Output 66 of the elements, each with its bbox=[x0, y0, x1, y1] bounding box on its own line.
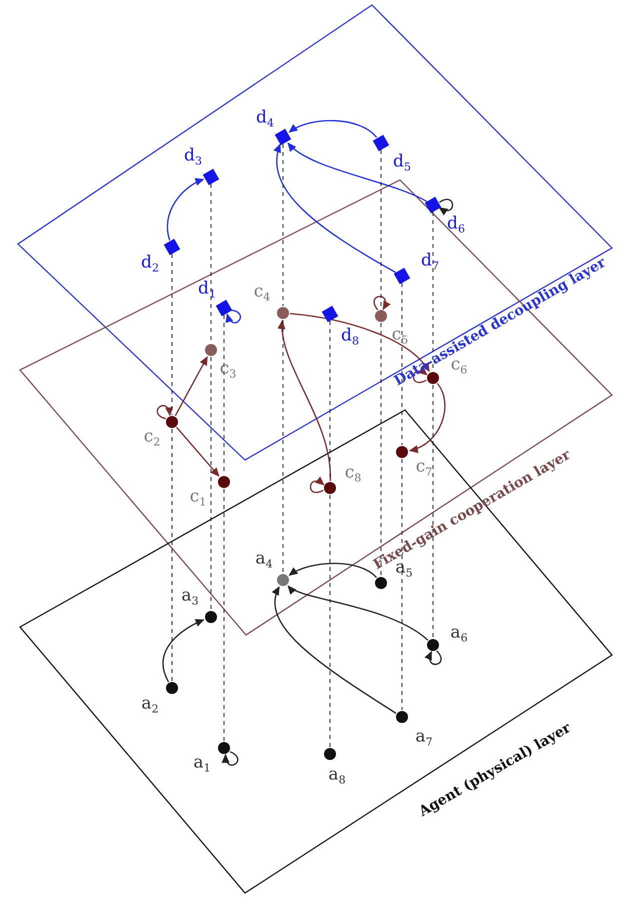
arrow bbox=[274, 143, 396, 274]
arrow bbox=[162, 619, 205, 682]
node-label: c$_{7}$ bbox=[416, 458, 432, 478]
node-dot bbox=[277, 307, 289, 319]
node-label: c$_{8}$ bbox=[344, 464, 362, 484]
arrow bbox=[278, 320, 331, 482]
node-dot bbox=[218, 476, 230, 488]
node-label: d$_{4}$ bbox=[256, 109, 274, 129]
arrow bbox=[166, 178, 204, 241]
node-dot bbox=[375, 577, 387, 589]
arrow bbox=[290, 312, 430, 372]
arrow bbox=[174, 356, 208, 416]
node-dot bbox=[277, 574, 289, 586]
node-dot bbox=[375, 310, 387, 322]
self-loop-arrow bbox=[412, 366, 428, 384]
dashed-line bbox=[282, 144, 284, 306]
node-label: d$_{1}$ bbox=[198, 280, 216, 300]
node-square bbox=[274, 128, 292, 146]
node-label: d$_{5}$ bbox=[393, 153, 411, 173]
arrow bbox=[287, 586, 428, 641]
node-label: d$_{8}$ bbox=[341, 327, 359, 347]
node-dot bbox=[205, 344, 217, 356]
node-dot bbox=[396, 711, 408, 723]
node-label: a$_{8}$ bbox=[328, 766, 346, 786]
node-label: a$_{7}$ bbox=[415, 728, 433, 748]
self-loop-arrow bbox=[222, 751, 238, 766]
dashed-line bbox=[380, 322, 382, 576]
node-dot bbox=[324, 748, 336, 760]
node-square bbox=[322, 306, 338, 322]
node-label: a$_{4}$ bbox=[255, 550, 273, 570]
node-label: a$_{1}$ bbox=[193, 754, 211, 774]
dashed-line bbox=[282, 320, 284, 574]
node-dot bbox=[427, 639, 439, 651]
node-label: c$_{3}$ bbox=[220, 360, 236, 380]
node-label: a$_{3}$ bbox=[181, 587, 199, 607]
node-dot bbox=[427, 372, 439, 384]
node-dot bbox=[218, 742, 230, 754]
arrow bbox=[272, 586, 396, 714]
self-loop-arrow bbox=[226, 309, 241, 324]
arrow bbox=[287, 142, 428, 202]
node-square bbox=[424, 196, 442, 214]
self-loop-arrow bbox=[438, 198, 454, 216]
node-dot bbox=[166, 416, 178, 428]
dashed-line bbox=[432, 384, 434, 638]
node-label: d$_{3}$ bbox=[184, 147, 202, 167]
dashed-line bbox=[210, 356, 212, 610]
arrow bbox=[176, 426, 220, 477]
node-label: c$_{1}$ bbox=[190, 488, 206, 508]
node-dot bbox=[324, 482, 336, 494]
node-label: a$_{6}$ bbox=[450, 624, 468, 644]
node-label: a$_{2}$ bbox=[141, 695, 159, 715]
node-label: d$_{7}$ bbox=[421, 252, 439, 272]
self-loop-arrow bbox=[310, 476, 325, 494]
node-label: c$_{2}$ bbox=[144, 428, 160, 448]
self-loop-arrow bbox=[374, 296, 390, 310]
node-label: c$_{4}$ bbox=[254, 283, 270, 303]
node-label: d$_{6}$ bbox=[447, 215, 465, 235]
self-loop-arrow bbox=[156, 405, 172, 420]
node-dot bbox=[396, 446, 408, 458]
node-dot bbox=[166, 682, 178, 694]
node-dot bbox=[205, 611, 217, 623]
arrow bbox=[288, 120, 378, 138]
node-label: d$_{2}$ bbox=[141, 254, 159, 274]
arrow bbox=[288, 562, 377, 578]
self-loop-arrow bbox=[425, 650, 442, 665]
arrow bbox=[408, 383, 446, 452]
